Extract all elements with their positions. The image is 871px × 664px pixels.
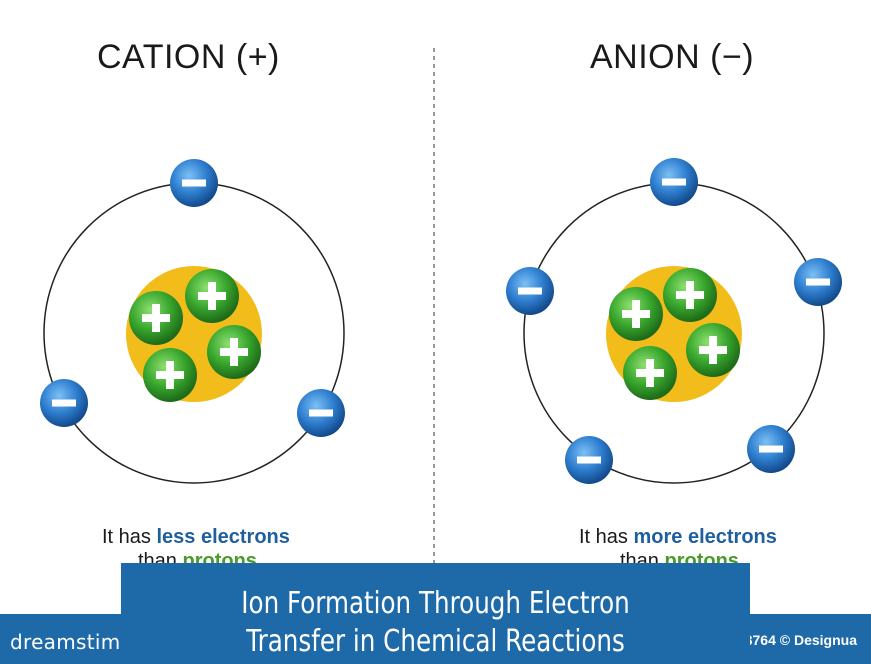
anion-title: ANION (−) <box>590 38 755 76</box>
cation-desc-emphasis: less electrons <box>156 526 290 548</box>
proton <box>623 346 677 400</box>
cation-desc-prefix: It has <box>102 526 157 548</box>
anion-electron <box>565 436 613 484</box>
proton <box>185 269 239 323</box>
footer-credit: 3764 © Designua <box>744 632 857 648</box>
anion-nucleus <box>606 266 742 402</box>
cation-electron <box>297 389 345 437</box>
anion-electron <box>506 267 554 315</box>
caption-line-2: Transfer in Chemical Reactions <box>246 624 625 659</box>
anion-electron <box>794 258 842 306</box>
cation-description: It has less electrons <box>102 526 290 549</box>
anion-desc-emphasis: more electrons <box>633 526 777 548</box>
cation-title: CATION (+) <box>97 38 280 76</box>
proton <box>663 268 717 322</box>
anion-desc-prefix: It has <box>579 526 634 548</box>
proton <box>686 323 740 377</box>
anion-description: It has more electrons <box>579 526 777 549</box>
caption-line-1: Ion Formation Through Electron <box>241 586 630 621</box>
anion-electron <box>650 158 698 206</box>
cation-electron <box>170 159 218 207</box>
proton <box>207 325 261 379</box>
footer-logo: dreamstime. <box>10 630 140 654</box>
anion-electron <box>747 425 795 473</box>
caption-box: Ion Formation Through Electron Transfer … <box>121 563 750 664</box>
cation-nucleus <box>126 266 262 402</box>
proton <box>609 287 663 341</box>
proton <box>143 348 197 402</box>
cation-electron <box>40 379 88 427</box>
proton <box>129 291 183 345</box>
